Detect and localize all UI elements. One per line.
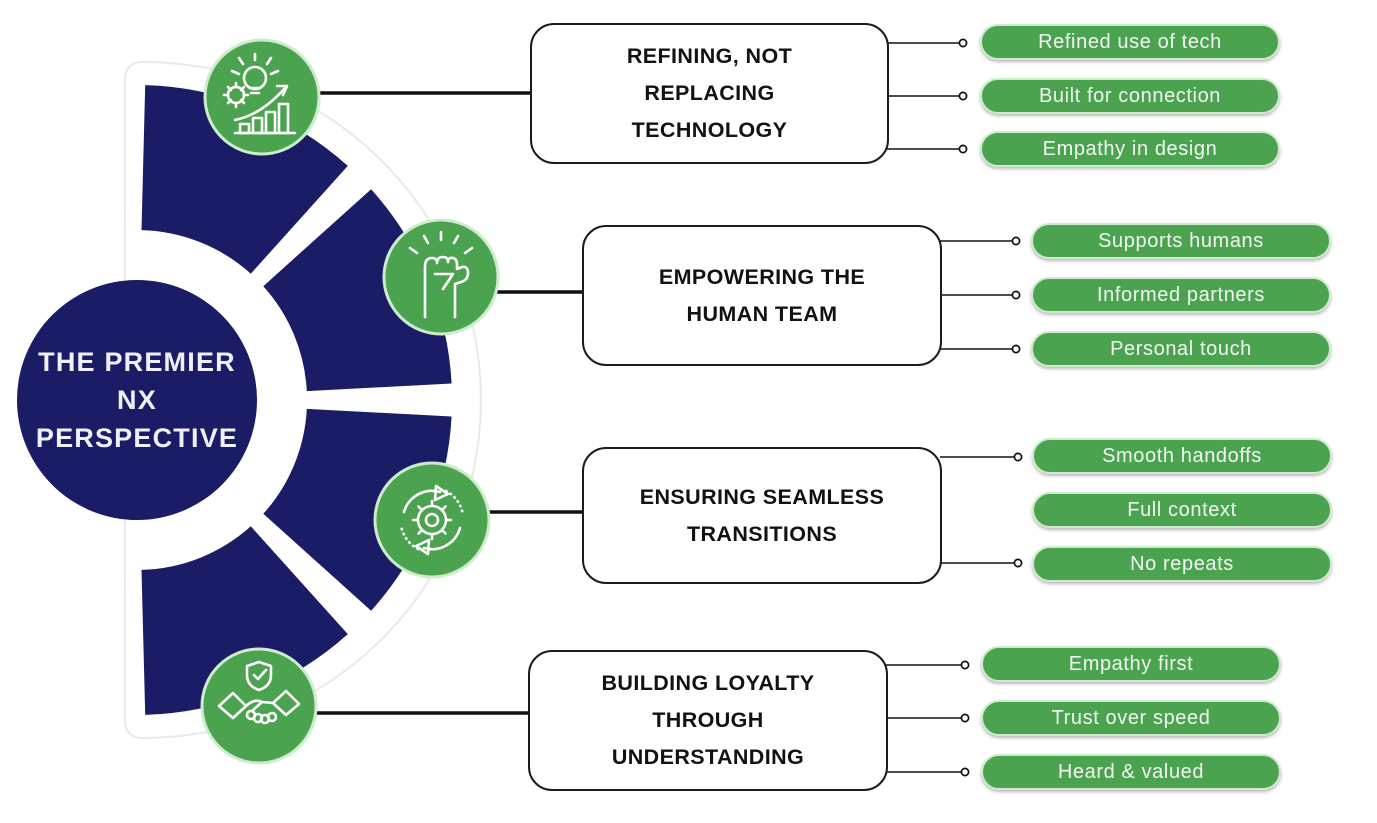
title-line: THROUGH — [652, 708, 764, 732]
pill: Refined use of tech — [980, 24, 1280, 60]
title-box-refining-not-replacing-technology: REFINING, NOT REPLACING TECHNOLOGY — [530, 23, 889, 164]
pill: Informed partners — [1031, 277, 1331, 313]
pill: Heard & valued — [981, 754, 1281, 790]
pill-connectors — [885, 38, 1023, 777]
title-box-building-loyalty-through-understanding: BUILDING LOYALTY THROUGH UNDERSTANDING — [528, 650, 888, 791]
title-line: BUILDING LOYALTY — [601, 671, 815, 695]
title-line: REPLACING — [644, 81, 775, 105]
title-line: TECHNOLOGY — [631, 118, 788, 142]
title-box-ensuring-seamless-transitions: ENSURING SEAMLESS TRANSITIONS — [582, 447, 942, 584]
title-line: EMPOWERING THE — [658, 264, 866, 289]
pill: Trust over speed — [981, 700, 1281, 736]
pill: Smooth handoffs — [1032, 438, 1332, 474]
hub-title: THE PREMIER NX PERSPECTIVE — [17, 280, 257, 520]
pill: Personal touch — [1031, 331, 1331, 367]
title-line: UNDERSTANDING — [611, 745, 805, 769]
hub-title-line: PERSPECTIVE — [35, 423, 239, 453]
hub-title-line: THE PREMIER — [38, 347, 236, 377]
hub-circle — [17, 280, 257, 520]
title-line: REFINING, NOT — [626, 44, 793, 68]
pill: Empathy in design — [980, 131, 1280, 167]
title-line: HUMAN TEAM — [686, 301, 838, 326]
raised-fist-icon — [382, 218, 500, 336]
pill: No repeats — [1032, 546, 1332, 582]
gear-cycle-icon — [373, 461, 491, 579]
title-line: ENSURING SEAMLESS — [639, 484, 885, 509]
pill: Supports humans — [1031, 223, 1331, 259]
title-box-empowering-the-human-team: EMPOWERING THE HUMAN TEAM — [582, 225, 942, 366]
hub-title-line: NX — [117, 385, 157, 415]
pill: Built for connection — [980, 78, 1280, 114]
pill: Full context — [1032, 492, 1332, 528]
pill: Empathy first — [981, 646, 1281, 682]
title-line: TRANSITIONS — [686, 521, 838, 546]
innovation-growth-icon — [203, 38, 321, 156]
handshake-shield-icon — [200, 647, 318, 765]
